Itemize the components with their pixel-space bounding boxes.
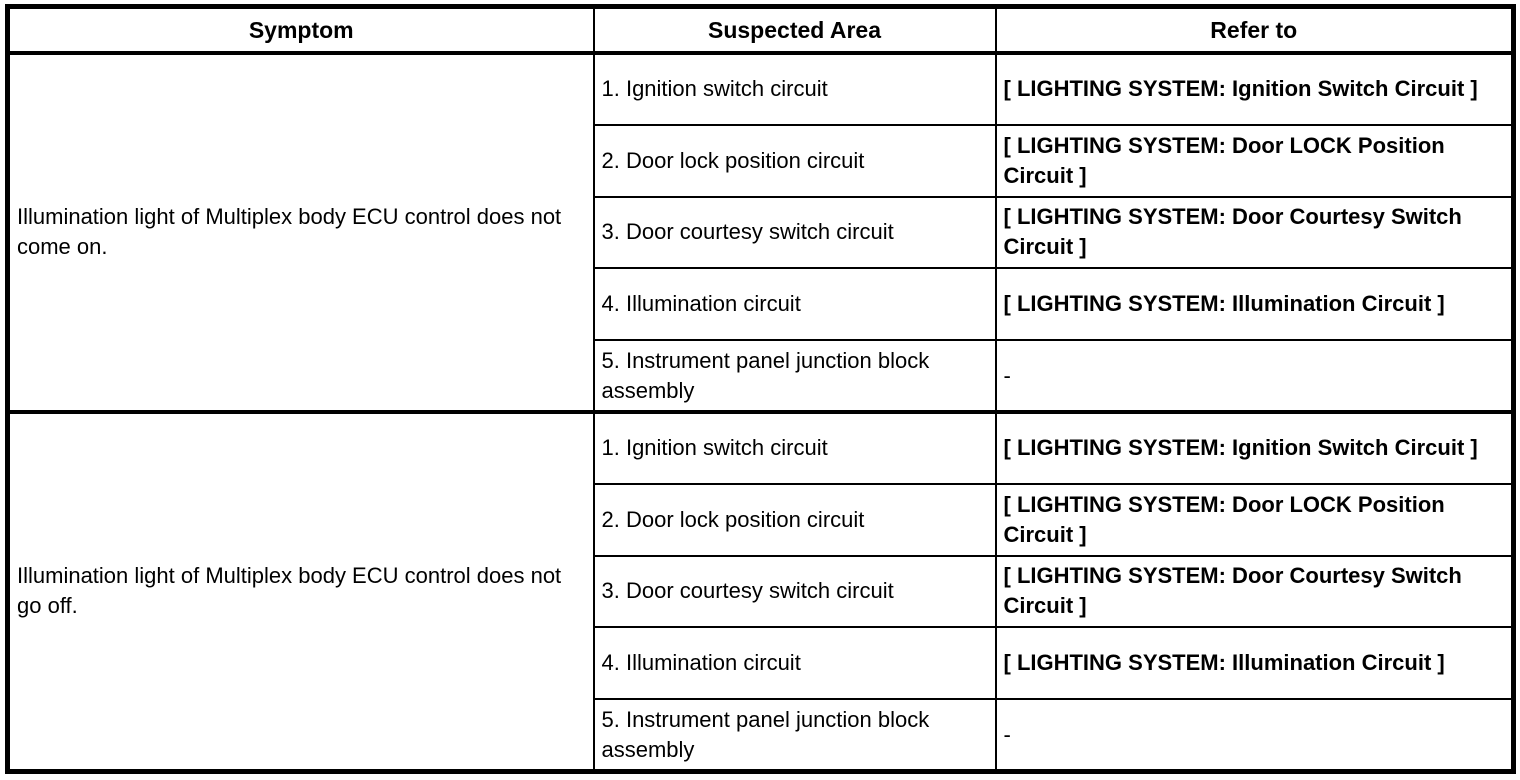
refer-to-cell: -	[994, 698, 1515, 773]
refer-to-cell: [ LIGHTING SYSTEM: Illumination Circuit …	[994, 626, 1515, 701]
suspected-area-cell: 4. Illumination circuit	[592, 267, 997, 342]
refer-to-cell: [ LIGHTING SYSTEM: Door LOCK Position Ci…	[994, 123, 1515, 198]
refer-to-cell: [ LIGHTING SYSTEM: Door Courtesy Switch …	[994, 554, 1515, 629]
suspected-area-cell: 5. Instrument panel junction block assem…	[592, 698, 997, 773]
refer-to-cell: [ LIGHTING SYSTEM: Ignition Switch Circu…	[994, 410, 1515, 485]
table-row: 5. Instrument panel junction block assem…	[8, 339, 1515, 413]
symptom-cell: Illumination light of Multiplex body ECU…	[6, 410, 595, 773]
suspected-area-cell: 3. Door courtesy switch circuit	[592, 195, 997, 270]
suspected-area-cell: 1. Ignition switch circuit	[592, 52, 997, 126]
table-row: 2. Door lock position circuit[ LIGHTING …	[8, 482, 1515, 557]
column-header-refer-to: Refer to	[994, 5, 1515, 55]
suspected-area-cell: 2. Door lock position circuit	[592, 123, 997, 198]
symptom-diagnostic-table: Symptom Suspected Area Refer to Illumina…	[5, 4, 1516, 774]
suspected-area-cell: 3. Door courtesy switch circuit	[592, 554, 997, 629]
table-row: 3. Door courtesy switch circuit[ LIGHTIN…	[8, 554, 1515, 629]
refer-to-cell: [ LIGHTING SYSTEM: Door LOCK Position Ci…	[994, 482, 1515, 557]
refer-to-cell: [ LIGHTING SYSTEM: Ignition Switch Circu…	[994, 52, 1515, 126]
symptom-section: Illumination light of Multiplex body ECU…	[6, 52, 1515, 413]
column-header-symptom: Symptom	[6, 5, 595, 55]
symptom-cell: Illumination light of Multiplex body ECU…	[6, 52, 595, 413]
refer-to-cell: [ LIGHTING SYSTEM: Door Courtesy Switch …	[994, 195, 1515, 270]
table-row: 5. Instrument panel junction block assem…	[8, 698, 1515, 773]
suspected-area-cell: 5. Instrument panel junction block assem…	[592, 339, 997, 413]
symptom-section: Illumination light of Multiplex body ECU…	[6, 410, 1515, 773]
suspected-area-cell: 2. Door lock position circuit	[592, 482, 997, 557]
suspected-area-cell: 4. Illumination circuit	[592, 626, 997, 701]
table-row: Illumination light of Multiplex body ECU…	[6, 410, 1515, 773]
refer-to-cell: -	[994, 339, 1515, 413]
table-row: 4. Illumination circuit[ LIGHTING SYSTEM…	[8, 626, 1515, 701]
column-header-suspected-area: Suspected Area	[592, 5, 997, 55]
suspected-area-cell: 1. Ignition switch circuit	[592, 410, 997, 485]
table-row: 3. Door courtesy switch circuit[ LIGHTIN…	[8, 195, 1515, 270]
refer-to-cell: [ LIGHTING SYSTEM: Illumination Circuit …	[994, 267, 1515, 342]
table-row: 2. Door lock position circuit[ LIGHTING …	[8, 123, 1515, 198]
table-row: 4. Illumination circuit[ LIGHTING SYSTEM…	[8, 267, 1515, 342]
table-header-row: Symptom Suspected Area Refer to	[6, 5, 1515, 55]
table-row: Illumination light of Multiplex body ECU…	[6, 52, 1515, 413]
